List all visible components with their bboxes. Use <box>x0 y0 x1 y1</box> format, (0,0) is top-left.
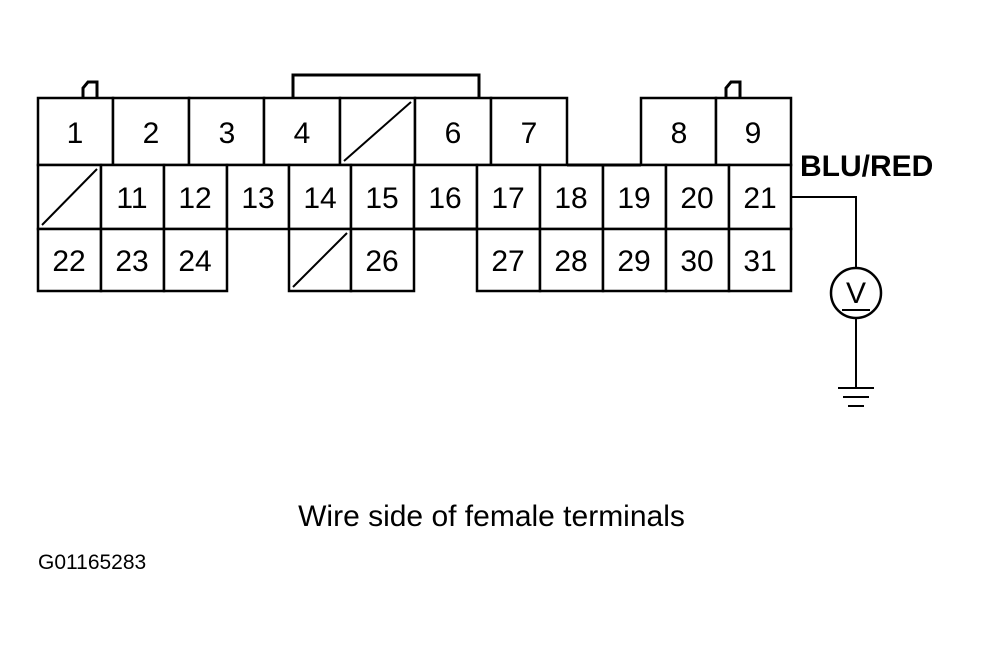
connector-top-row <box>36 96 793 167</box>
terminal-label: 4 <box>294 117 311 150</box>
terminal-28 <box>538 227 605 293</box>
terminal-label: 7 <box>521 117 538 150</box>
figure-id: G01165283 <box>38 551 147 574</box>
terminal-29 <box>601 227 668 293</box>
wire-color-label: BLU/RED <box>800 150 933 183</box>
terminal-21 <box>727 163 793 231</box>
terminal-20 <box>664 163 731 231</box>
terminal-label: 17 <box>491 182 524 215</box>
terminal-label: 18 <box>554 182 587 215</box>
terminal-label: 24 <box>178 245 211 278</box>
blank-cavity-slash <box>292 232 348 288</box>
terminal-label: 22 <box>52 245 85 278</box>
terminal-label: 2 <box>143 117 160 150</box>
terminal-27 <box>475 227 542 293</box>
terminal-6 <box>413 96 493 167</box>
terminal-label: 26 <box>365 245 398 278</box>
terminal-14 <box>287 163 353 231</box>
probe-wire <box>791 196 857 268</box>
terminal-label: 8 <box>671 117 688 150</box>
terminal-label: 31 <box>743 245 776 278</box>
voltmeter-icon: V <box>829 266 883 320</box>
terminal-17 <box>475 163 542 231</box>
terminal-label: 12 <box>178 182 211 215</box>
connector-middle-row <box>36 163 793 231</box>
terminal-label: 27 <box>491 245 524 278</box>
terminal-label: 20 <box>680 182 713 215</box>
terminal-label: 3 <box>219 117 236 150</box>
left-lock-tab <box>81 80 99 98</box>
terminal-label: 11 <box>116 182 147 215</box>
terminal-label: 19 <box>617 182 650 215</box>
terminal-label: 9 <box>745 117 762 150</box>
diagram-caption: Wire side of female terminals <box>298 500 685 533</box>
terminal-1 <box>36 96 115 167</box>
terminal-labels: 1 2 3 4 6 7 8 9 11 12 13 14 15 16 17 18 … <box>52 117 776 278</box>
terminal-31 <box>727 227 793 293</box>
ground-icon <box>838 387 874 407</box>
terminal-19 <box>601 163 668 231</box>
terminal-label: 28 <box>554 245 587 278</box>
connector-housing <box>81 73 742 231</box>
terminal-26 <box>349 227 416 293</box>
terminal-label: 14 <box>303 182 336 215</box>
terminal-22 <box>36 227 103 293</box>
terminal-label: 6 <box>445 117 462 150</box>
terminal-label: 1 <box>67 117 84 150</box>
terminal-label: 16 <box>428 182 461 215</box>
center-key <box>291 73 481 98</box>
terminal-16 <box>412 163 479 231</box>
connector-bottom-row <box>36 227 793 293</box>
terminal-label: 30 <box>680 245 713 278</box>
terminal-label: 13 <box>241 182 274 215</box>
right-lock-tab <box>724 80 742 98</box>
terminal-label: 21 <box>743 182 776 215</box>
blank-cavity-slash <box>41 168 98 226</box>
terminal-8 <box>639 96 718 167</box>
blank-cavity-slash <box>343 101 412 162</box>
terminal-13 <box>225 163 291 231</box>
terminal-label: 23 <box>115 245 148 278</box>
terminal-24 <box>162 227 229 293</box>
terminal-23 <box>99 227 166 293</box>
voltmeter-symbol: V <box>846 277 866 310</box>
terminal-label: 15 <box>365 182 398 215</box>
terminal-label: 29 <box>617 245 650 278</box>
terminal-12 <box>162 163 229 231</box>
